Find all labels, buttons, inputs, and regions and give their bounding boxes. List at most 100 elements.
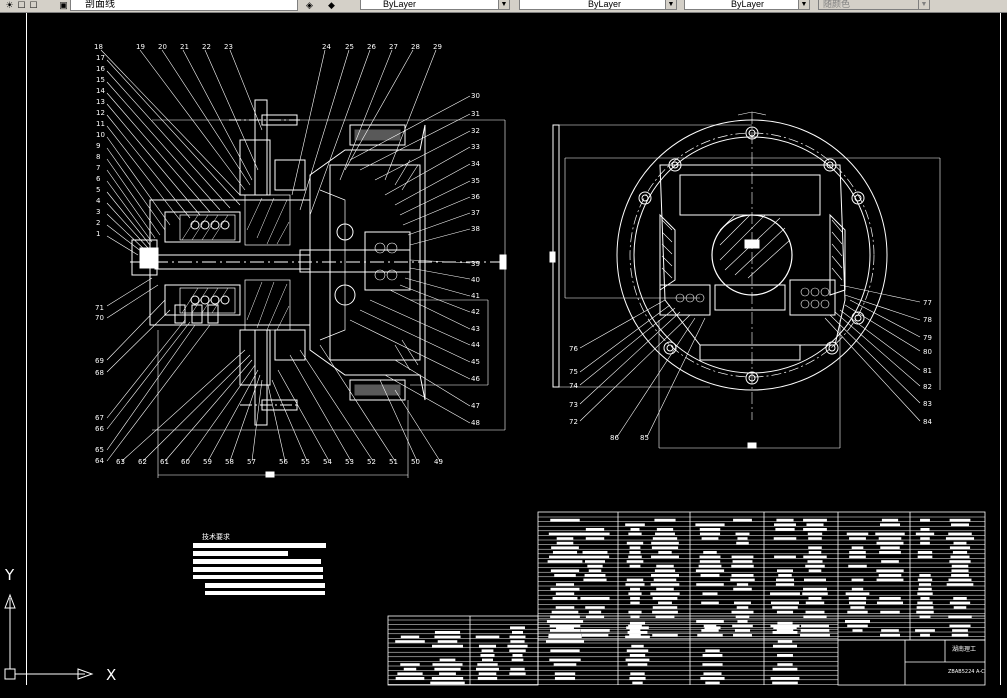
- table-cell: [953, 606, 967, 609]
- table-cell: [554, 672, 576, 675]
- ucs-icon: [4, 593, 94, 680]
- table-cell: [630, 601, 640, 605]
- table-cell: [705, 681, 720, 685]
- table-cell: [845, 620, 870, 623]
- callout-number: 86: [610, 434, 619, 442]
- chevron-down-icon: ▼: [798, 0, 809, 9]
- table-cell: [651, 574, 679, 577]
- technical-requirements: [193, 543, 326, 595]
- table-cell: [732, 560, 753, 563]
- table-cell: [625, 635, 650, 639]
- table-cell: [587, 564, 603, 568]
- table-cell: [807, 532, 823, 536]
- table-cell: [552, 597, 578, 600]
- table-cell: [732, 624, 753, 628]
- lineweight-dropdown[interactable]: ByLayer▼: [684, 0, 810, 10]
- table-cell: [847, 624, 868, 628]
- table-cell: [770, 677, 800, 680]
- table-cell: [434, 635, 461, 639]
- layer-state-icon[interactable]: ▣: [59, 0, 68, 10]
- layer-previous-icon[interactable]: ◆: [328, 0, 335, 10]
- table-cell: [395, 640, 425, 643]
- table-cell: [770, 592, 800, 595]
- new-icon[interactable]: ☐: [17, 0, 26, 10]
- table-cell: [481, 658, 494, 662]
- table-cell: [775, 578, 795, 582]
- table-cell: [915, 532, 935, 536]
- table-cell: [554, 574, 576, 577]
- callout-number: 42: [471, 308, 480, 316]
- table-cell: [701, 601, 719, 605]
- table-cell: [876, 541, 904, 545]
- table-cell: [920, 518, 930, 522]
- callout-number: 6: [96, 175, 101, 183]
- table-cell: [550, 518, 580, 522]
- callout-number: 73: [569, 401, 578, 409]
- open-icon[interactable]: ☐: [29, 0, 38, 10]
- callout-number: 81: [923, 367, 932, 375]
- table-cell: [632, 681, 643, 685]
- table-cell: [550, 629, 580, 632]
- callout-number: 10: [96, 131, 105, 139]
- layer-properties-icon[interactable]: ◈: [306, 0, 313, 10]
- table-cell: [555, 606, 575, 609]
- table-cell: [556, 541, 574, 545]
- callout-number: 72: [569, 418, 578, 426]
- table-cell: [547, 560, 583, 563]
- table-cell: [953, 597, 967, 600]
- table-cell: [556, 537, 574, 540]
- table-cell: [948, 532, 972, 536]
- table-cell: [701, 629, 719, 632]
- table-cell: [630, 587, 640, 591]
- table-cell: [509, 672, 526, 675]
- callout-number: 14: [96, 87, 105, 95]
- callout-number: 85: [640, 434, 649, 442]
- callout-number: 11: [96, 120, 105, 128]
- table-cell: [650, 583, 680, 586]
- callout-number: 24: [322, 43, 331, 51]
- table-cell: [920, 633, 930, 637]
- callout-number: 55: [301, 458, 310, 466]
- model-space[interactable]: 1819202122232425262728291716151413121110…: [0, 13, 1007, 698]
- callout-number: 61: [160, 458, 169, 466]
- callout-number: 75: [569, 368, 578, 376]
- layer-icon[interactable]: ☀: [5, 0, 14, 10]
- table-cell: [876, 578, 904, 582]
- callout-number: 23: [224, 43, 233, 51]
- table-cell: [629, 564, 641, 568]
- table-cell: [698, 564, 722, 568]
- table-cell: [733, 633, 752, 637]
- callout-number: 43: [471, 325, 480, 333]
- table-cell: [777, 621, 793, 625]
- color-dropdown[interactable]: ByLayer▼: [360, 0, 510, 10]
- plotstyle-dropdown[interactable]: 随颜色▼: [818, 0, 930, 10]
- callout-number: 51: [389, 458, 398, 466]
- table-cell: [552, 551, 578, 554]
- table-cell: [920, 597, 930, 600]
- table-cell: [652, 633, 678, 637]
- callout-number: 68: [95, 369, 104, 377]
- table-cell: [948, 578, 972, 582]
- table-cell: [803, 615, 827, 618]
- table-cell: [584, 574, 606, 577]
- linetype-dropdown[interactable]: ByLayer▼: [519, 0, 677, 10]
- table-cell: [731, 574, 754, 577]
- callout-number: 7: [96, 164, 100, 172]
- table-cell: [655, 615, 675, 618]
- table-cell: [802, 592, 828, 595]
- table-cell: [627, 631, 648, 634]
- table-cell: [545, 640, 585, 643]
- table-cell: [395, 677, 425, 680]
- table-cell: [400, 635, 420, 639]
- parts-list-cells: [395, 518, 975, 685]
- table-cell: [734, 601, 751, 605]
- callout-number: 33: [471, 143, 480, 151]
- table-cell: [512, 631, 523, 634]
- callout-number: 28: [411, 43, 420, 51]
- table-cell: [580, 532, 610, 536]
- table-cell: [703, 624, 717, 628]
- layer-name-dropdown[interactable]: 剖面线: [70, 0, 298, 11]
- table-cell: [703, 551, 717, 554]
- callout-number: 1: [96, 230, 100, 238]
- table-cell: [551, 546, 579, 549]
